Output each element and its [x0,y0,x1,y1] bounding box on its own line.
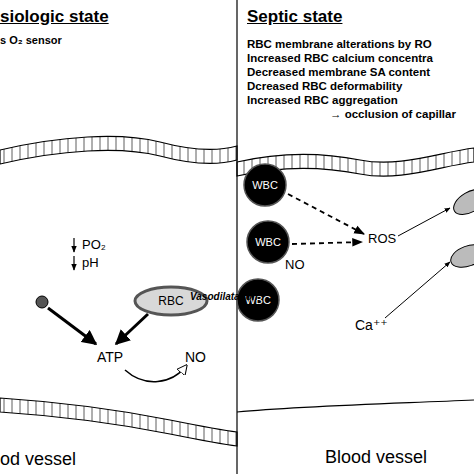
list-item: Decreased membrane SA content [247,66,430,79]
node-label: WBC [243,163,287,207]
list-item: Increased RBC aggregation [247,94,398,107]
list-item: Dcreased RBC deformability [247,80,402,93]
wbc-circle: WBC [246,220,290,264]
rbc-shape [449,184,474,219]
no-release-arrow [125,366,186,382]
figure-label: pH [82,256,99,270]
panel-divider [236,0,237,474]
wbc-circle: WBC [243,163,287,207]
vessel-wall [0,136,237,164]
release-arrow [116,314,148,344]
list-item: Increased RBC calcium concentra [247,52,433,65]
list-item: → occlusion of capillar [330,108,456,121]
figure-label: NO [285,258,305,272]
calcium-arrow [385,262,450,318]
node-label: WBC [246,220,290,264]
rbc-shape [448,240,474,271]
figure-label: ROS [368,232,396,246]
ros-arrow [292,242,362,244]
wbc-outline [244,164,286,206]
release-arrow [48,308,96,344]
figure-label: ATP [97,350,123,365]
panel-box: Septic stateRBC membrane alterations by … [237,0,474,474]
figure-label: od vessel [0,450,76,470]
decrease-arrow [73,256,74,270]
figure-label: PO₂ [82,238,106,252]
rbc-fragment [36,296,48,308]
wbc-outline [247,221,289,263]
vessel-wall [0,398,237,446]
panel-subheading: s O₂ sensor [0,34,62,46]
vessel-wall [237,400,474,412]
decrease-arrow [73,238,74,252]
panel-heading: siologic state [0,8,109,27]
list-item: RBC membrane alterations by RO [247,38,432,51]
panel-box: siologic states O₂ sensorRBC [0,0,237,474]
damage-arrow [398,208,450,236]
figure-label: NO [185,350,206,365]
ros-arrow [288,194,364,234]
figure-label: Blood vessel [325,448,427,468]
figure-label: Ca⁺⁺ [355,318,388,333]
figure-label: Vasodilatation [190,291,258,302]
panel-heading: Septic state [247,8,342,27]
